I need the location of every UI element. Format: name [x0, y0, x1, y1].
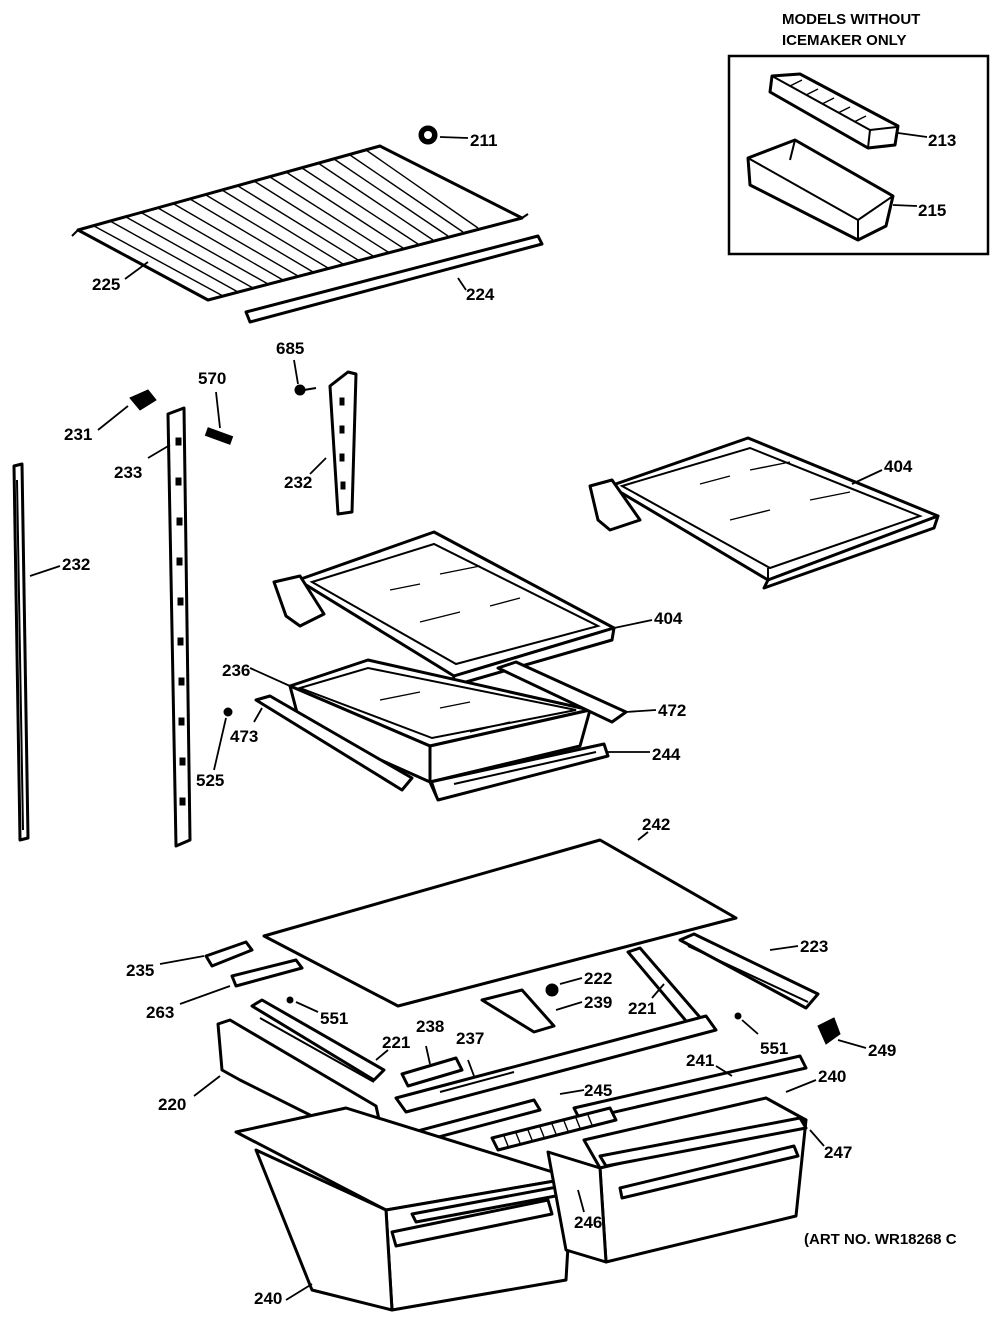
callout-236: 236	[222, 661, 250, 680]
callout-551-right: 551	[760, 1039, 788, 1058]
wire-shelf	[71, 144, 529, 302]
glass-shelf-center	[272, 530, 616, 688]
shelf-ladder-232	[328, 370, 358, 516]
screw-525	[223, 707, 233, 717]
inset-header-line1: MODELS WITHOUT	[782, 11, 920, 28]
crisper-cover-glass	[262, 838, 738, 1008]
callout-224: 224	[466, 285, 495, 304]
callout-232-center: 232	[284, 473, 312, 492]
callout-245: 245	[584, 1081, 612, 1100]
screw-685	[294, 384, 317, 396]
crisper-drawer-right	[546, 1096, 808, 1264]
callout-235: 235	[126, 961, 154, 980]
shelf-cap	[418, 125, 438, 145]
callout-263: 263	[146, 1003, 174, 1022]
callout-233: 233	[114, 463, 142, 482]
drawer-slide-238	[400, 1056, 464, 1088]
screw-570	[204, 427, 234, 445]
callout-221-left: 221	[382, 1033, 410, 1052]
slide-239	[480, 988, 556, 1034]
shelf-trim	[244, 234, 544, 324]
front-rail-ridged	[490, 1106, 618, 1152]
callout-232-left: 232	[62, 555, 90, 574]
callout-404-upper: 404	[884, 457, 913, 476]
inset-header-line2: ICEMAKER ONLY	[782, 32, 906, 49]
cover-support-223	[678, 932, 820, 1010]
callout-473: 473	[230, 727, 258, 746]
callout-242: 242	[642, 815, 670, 834]
ice-bin	[746, 138, 895, 242]
callout-239: 239	[584, 993, 612, 1012]
shelf-ladder-233	[166, 406, 192, 848]
callout-570: 570	[198, 369, 226, 388]
callout-222: 222	[584, 969, 612, 988]
callout-223: 223	[800, 937, 828, 956]
callout-472: 472	[658, 701, 686, 720]
callout-247: 247	[824, 1143, 852, 1162]
callout-249: 249	[868, 1041, 896, 1060]
callout-685: 685	[276, 339, 304, 358]
callout-213: 213	[928, 131, 956, 150]
callout-238: 238	[416, 1017, 444, 1036]
callout-404-center: 404	[654, 609, 683, 628]
callout-241: 241	[686, 1051, 714, 1070]
roller-222	[545, 983, 559, 997]
icemaker-inset: MODELS WITHOUT ICEMAKER ONLY 2	[727, 11, 990, 256]
meat-pan	[288, 658, 592, 784]
callout-240-left: 240	[254, 1289, 282, 1308]
frame-bracket-235	[204, 940, 254, 968]
callout-211: 211	[470, 131, 497, 150]
callout-221-right: 221	[628, 999, 656, 1018]
callout-220: 220	[158, 1095, 186, 1114]
crisper-drawer-left	[234, 1106, 590, 1312]
glass-shelf-upper	[588, 436, 940, 590]
cap-231	[129, 389, 157, 411]
ice-tray	[768, 72, 900, 150]
callout-215: 215	[918, 201, 946, 220]
pan-cover-front	[254, 694, 610, 802]
callout-240-right: 240	[818, 1067, 846, 1086]
center-divider-237	[394, 1014, 718, 1114]
clip-249	[817, 1017, 841, 1045]
callout-551-left: 551	[320, 1009, 348, 1028]
callout-246: 246	[574, 1213, 602, 1232]
inset-frame	[727, 54, 990, 256]
left-rail-232	[12, 462, 30, 842]
callout-237: 237	[456, 1029, 484, 1048]
art-number: (ART NO. WR18268 C	[804, 1231, 957, 1248]
frame-rail-221-left	[250, 998, 386, 1083]
callout-231: 231	[64, 425, 92, 444]
callout-244: 244	[652, 745, 681, 764]
callout-225: 225	[92, 275, 120, 294]
callout-525: 525	[196, 771, 224, 790]
cover-support-263	[230, 958, 304, 988]
